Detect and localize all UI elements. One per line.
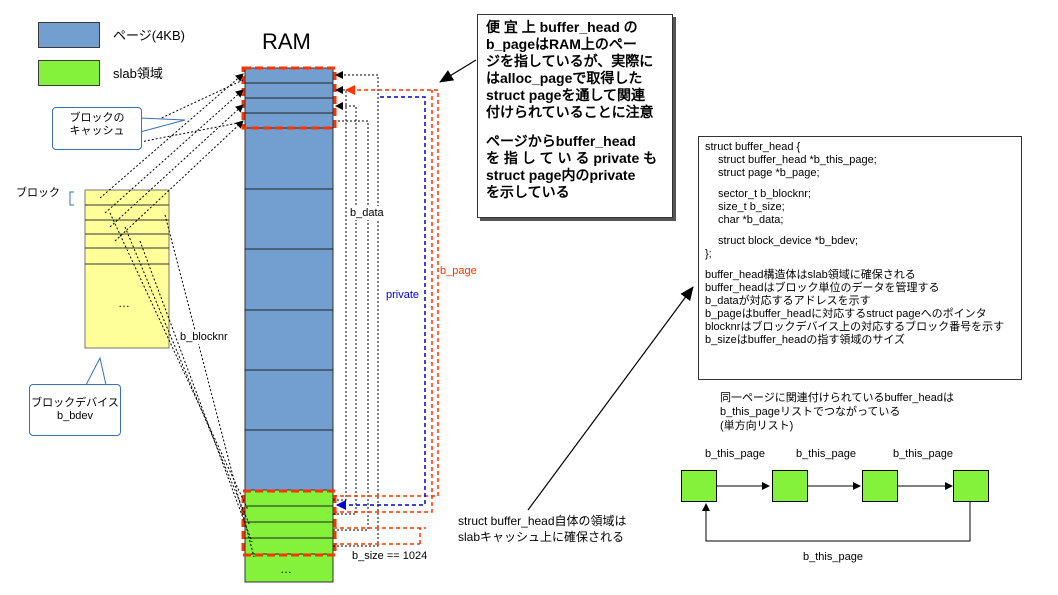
page-note-line: 付けられていることに注意 (486, 104, 654, 120)
private-label: private (386, 288, 420, 302)
highlight-slab-box (241, 489, 337, 557)
struct-note: b_dataが対応するアドレスを示す (705, 295, 871, 307)
page-note-line: b_pageはRAM上のペー (486, 36, 637, 52)
struct-line: char *b_data; (718, 214, 784, 226)
struct-line: struct block_device *b_bdev; (718, 235, 859, 247)
page-note-line: ページからbuffer_head (486, 133, 636, 149)
page-note-line: を 指 し て い る private も (486, 150, 658, 166)
block-cache-callout: ブロックの キャッシュ (52, 107, 142, 150)
struct-note: b_pageはbuffer_headに対応するstruct pageへのポインタ (705, 308, 987, 320)
block-cache-line1: ブロックの (69, 112, 125, 124)
ram-ellipsis: … (280, 562, 292, 576)
block-device-line1: ブロックデバイス (31, 397, 119, 409)
ram-title: RAM (262, 29, 311, 54)
note-pointer (439, 59, 477, 83)
struct-note: buffer_headはブロック単位のデータを管理する (705, 282, 940, 294)
struct-line: sector_t b_blocknr; (718, 188, 811, 200)
slab-note-line1: struct buffer_head自体の領域は (458, 514, 627, 528)
list-node-4 (953, 470, 989, 502)
list-link-label-1: b_this_page (705, 448, 765, 460)
legend-slab-swatch (38, 60, 100, 86)
b-size-label: b_size == 1024 (352, 550, 428, 562)
list-node-2 (772, 470, 808, 502)
highlight-page-box (241, 66, 337, 130)
page-note-line: struct pageを通して関連 (486, 87, 646, 103)
b-data-links (333, 71, 379, 547)
list-link-label-2: b_this_page (796, 448, 856, 460)
page-note-box: 便 宜 上 buffer_head の b_pageはRAM上のペー ジを指して… (477, 14, 673, 218)
struct-line: struct page *b_page; (718, 167, 820, 179)
list-note-line1: 同一ページに関連付けられているbuffer_headは (720, 392, 954, 404)
legend-page-swatch (38, 22, 100, 48)
list-back-label: b_this_page (803, 551, 863, 563)
private-link (336, 96, 426, 510)
slab-note-pointer (527, 286, 694, 511)
page-note-line: 便 宜 上 buffer_head の (486, 19, 638, 35)
struct-note: b_sizeはbuffer_headの指す領域のサイズ (705, 334, 905, 346)
block-device-line2: b_bdev (56, 410, 94, 422)
list-note-line2: b_this_pageリストでつながっている (720, 406, 901, 418)
page-note-line: はalloc_pageで取得した (486, 70, 643, 86)
list-node-1 (681, 470, 717, 502)
block-label: ブロック (16, 187, 60, 199)
block-ellipsis: … (118, 296, 130, 310)
ram-column (244, 67, 334, 583)
list-node-3 (862, 470, 898, 502)
struct-line: struct buffer_head *b_this_page; (718, 154, 877, 166)
b-data-label: b_data (350, 206, 384, 220)
block-to-page-links (99, 73, 255, 558)
struct-line: struct buffer_head { (705, 141, 801, 153)
page-note-line: ジを指しているが、実際に (486, 53, 654, 69)
struct-definition-box: struct buffer_head { struct buffer_head … (698, 136, 1022, 380)
struct-note: buffer_head構造体はslab領域に確保される (705, 269, 916, 281)
legend-slab-label: slab領域 (113, 66, 163, 81)
b-page-links (333, 85, 439, 545)
struct-note: blocknrはブロックデバイス上の対応するブロック番号を示す (705, 321, 1005, 333)
b-page-label: b_page (440, 264, 477, 278)
legend-page-label: ページ(4KB) (113, 28, 185, 43)
list-links (702, 482, 971, 542)
struct-line: size_t b_size; (718, 201, 785, 213)
page-note-line: struct page内のprivate (486, 167, 636, 183)
struct-line: }; (705, 248, 712, 260)
list-link-label-3: b_this_page (893, 448, 953, 460)
slab-note-line2: slabキャッシュ上に確保される (458, 530, 625, 544)
block-grid (84, 189, 170, 349)
b-blocknr-label: b_blocknr (180, 330, 228, 344)
list-note-line3: (単方向リスト) (720, 420, 794, 432)
page-note-line: を示している (486, 184, 570, 200)
block-device-callout: ブロックデバイス b_bdev (29, 384, 121, 436)
block-cache-line2: キャッシュ (69, 125, 125, 137)
